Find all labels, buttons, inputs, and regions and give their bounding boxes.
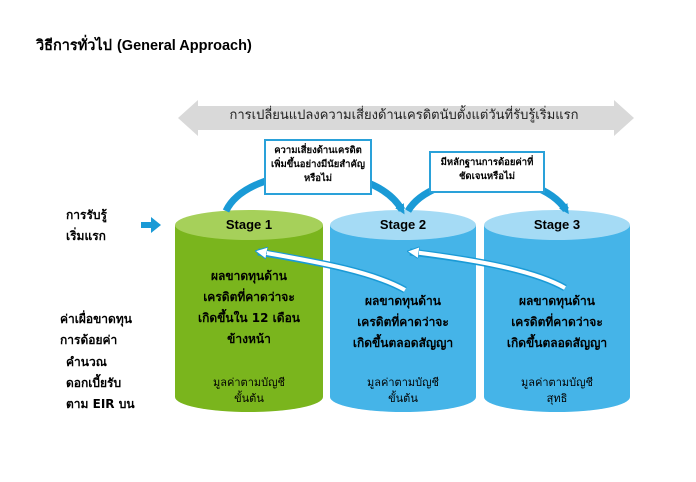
stage-3-label: Stage 3 xyxy=(533,217,581,232)
stage-2-basis: มูลค่าตามบัญชี ขั้นต้น xyxy=(367,376,439,405)
stage-1-loss: ผลขาดทุนด้าน เครดิตที่คาดว่าจะ เกิดขึ้นใ… xyxy=(198,269,300,346)
stage-3-loss: ผลขาดทุนด้าน เครดิตที่คาดว่าจะ เกิดขึ้นต… xyxy=(506,294,608,350)
timeline-label: การเปลี่ยนแปลงความเสี่ยงด้านเครดิตนับตั้… xyxy=(229,108,579,123)
stage-3-basis: มูลค่าตามบัญชี สุทธิ xyxy=(521,376,593,405)
label-interest-calculation: คำนวณ ดอกเบี้ยรับ ตาม EIR บน xyxy=(66,355,135,411)
timeline-double-arrow xyxy=(178,100,634,136)
stage-1-basis: มูลค่าตามบัญชี ขั้นต้น xyxy=(213,376,285,405)
callout-impairment-evidence: มีหลักฐานการด้อยค่าที่ชัดเจนหรือไม่ xyxy=(429,151,545,193)
title-thai: วิธีการทั่วไป xyxy=(36,38,112,54)
label-loss-allowance: ค่าเผื่อขาดทุน การด้อยค่า xyxy=(60,312,132,347)
stage-1-cylinder xyxy=(175,210,323,412)
stage-2-label: Stage 2 xyxy=(379,217,427,232)
stage-2-loss: ผลขาดทุนด้าน เครดิตที่คาดว่าจะ เกิดขึ้นต… xyxy=(352,294,454,350)
initial-recognition-arrow-icon xyxy=(141,217,161,233)
title-english: (General Approach) xyxy=(116,38,252,54)
stage-1-label: Stage 1 xyxy=(225,217,273,232)
page-title: วิธีการทั่วไป (General Approach) xyxy=(36,34,252,57)
label-initial-recognition: การรับรู้ เริ่มแรก xyxy=(66,208,107,243)
callout-significant-increase: ความเสี่ยงด้านเครดิตเพิ่มขึ้นอย่างมีนัยส… xyxy=(264,139,372,195)
